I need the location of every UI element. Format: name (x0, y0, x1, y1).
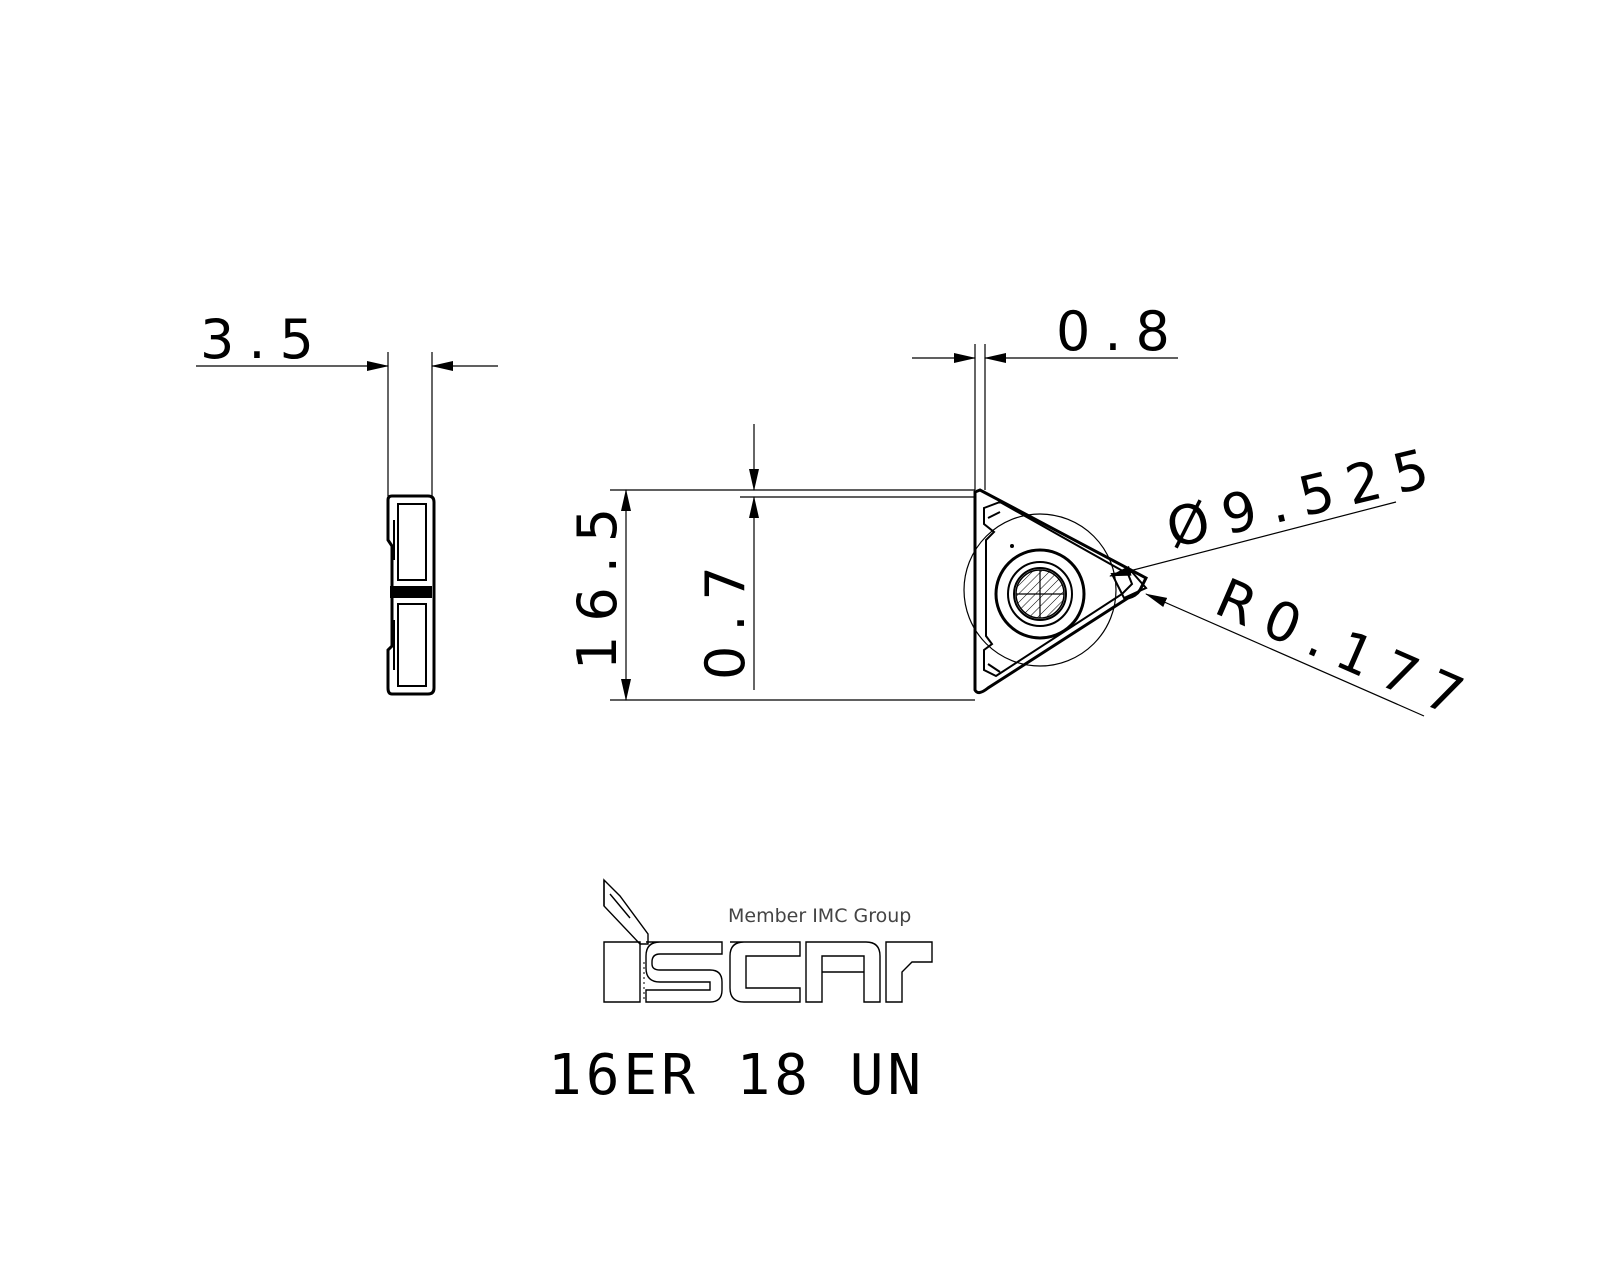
logo-tagline: Member IMC Group (728, 905, 911, 927)
height-label: 16.5 (566, 494, 629, 670)
insert-side-view-icon (386, 352, 436, 696)
iscar-logo-icon: Member IMC Group (603, 878, 933, 1003)
part-designation: 16ER 18 UN (548, 1043, 925, 1108)
inscribed-circle-dimension: Ø9.525 (1109, 434, 1448, 577)
corner-radius-label: R0.177 (1207, 566, 1485, 734)
height-dimension: 16.5 (566, 489, 631, 701)
inscribed-circle-label: Ø9.525 (1160, 434, 1448, 561)
depth-label: 0.7 (694, 552, 757, 680)
corner-radius-dimension: R0.177 (1145, 566, 1485, 734)
thickness-label: 3.5 (200, 308, 328, 371)
offset-label: 0.8 (1056, 300, 1184, 363)
depth-dimension: 0.7 (694, 424, 759, 690)
thickness-dimension: 3.5 (196, 308, 498, 371)
offset-dimension: 0.8 (912, 300, 1184, 490)
insert-top-view-icon (963, 488, 1148, 695)
